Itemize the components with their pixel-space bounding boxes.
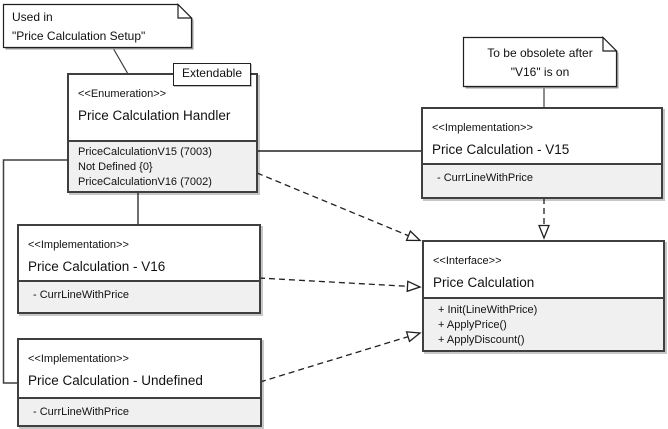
note-fold-icon	[177, 3, 193, 19]
realization-v16-to-interface	[258, 277, 422, 293]
class-title: Price Calculation Handler	[78, 108, 231, 123]
class-members: + Init(LineWithPrice) + ApplyPrice() + A…	[424, 297, 663, 350]
enum-member: Not Defined {0}	[78, 161, 153, 173]
note-shape	[2, 3, 194, 50]
extendable-tag: Extendable	[173, 63, 251, 86]
enum-member: PriceCalculationV16 (7002)	[78, 176, 212, 188]
class-price-calculation-undefined: <<Implementation>> Price Calculation - U…	[17, 338, 262, 427]
class-header: <<Implementation>> Price Calculation - U…	[19, 340, 260, 397]
method-member: + Init(LineWithPrice)	[438, 304, 538, 316]
class-members: - CurrLineWithPrice	[19, 397, 260, 425]
attribute-member: - CurrLineWithPrice	[33, 289, 129, 301]
class-header: <<Implementation>> Price Calculation - V…	[423, 109, 661, 163]
method-member: + ApplyPrice()	[438, 319, 507, 331]
note-body	[2, 3, 193, 49]
stereotype-label: <<Implementation>>	[432, 122, 533, 134]
note-shape	[462, 36, 619, 89]
class-members: PriceCalculationV15 (7003) Not Defined {…	[69, 140, 256, 191]
note-obsolete: To be obsolete after "V16" is on	[462, 36, 619, 89]
stereotype-label: <<Enumeration>>	[78, 88, 167, 100]
note-line: "Price Calculation Setup"	[12, 29, 146, 43]
class-members: - CurrLineWithPrice	[19, 280, 259, 312]
class-header: <<Enumeration>> Price Calculation Handle…	[69, 75, 256, 140]
attribute-member: - CurrLineWithPrice	[33, 406, 129, 418]
interface-price-calculation: <<Interface>> Price Calculation + Init(L…	[422, 240, 665, 352]
note-line: Used in	[12, 10, 53, 24]
class-title: Price Calculation - V16	[28, 259, 166, 274]
extendable-tag-label: Extendable	[181, 66, 243, 80]
note-line: To be obsolete after	[487, 46, 593, 60]
note-body	[462, 36, 618, 88]
class-price-calculation-v16: <<Implementation>> Price Calculation - V…	[17, 224, 261, 314]
realization-handler-to-interface	[256, 172, 422, 242]
enum-member: PriceCalculationV15 (7003)	[78, 146, 212, 158]
note-text: To be obsolete after "V16" is on	[463, 37, 617, 86]
stereotype-label: <<Interface>>	[433, 255, 502, 267]
class-header: <<Implementation>> Price Calculation - V…	[19, 226, 259, 280]
method-member: + ApplyDiscount()	[438, 334, 525, 346]
class-title: Price Calculation	[433, 275, 535, 290]
class-price-calculation-handler: <<Enumeration>> Price Calculation Handle…	[67, 73, 258, 193]
class-header: <<Interface>> Price Calculation	[424, 242, 663, 297]
stereotype-label: <<Implementation>>	[28, 239, 129, 251]
class-title: Price Calculation - Undefined	[28, 373, 203, 388]
class-title: Price Calculation - V15	[432, 142, 570, 157]
class-price-calculation-v15: <<Implementation>> Price Calculation - V…	[421, 107, 663, 199]
class-members: - CurrLineWithPrice	[423, 163, 661, 197]
note-line: "V16" is on	[510, 65, 570, 79]
stereotype-label: <<Implementation>>	[28, 353, 129, 365]
note-fold-icon	[602, 36, 618, 52]
note-used-in: Used in "Price Calculation Setup"	[2, 3, 194, 50]
note-link-used-in	[112, 47, 129, 75]
realization-undefined-to-interface	[259, 331, 422, 383]
note-text: Used in "Price Calculation Setup"	[3, 4, 192, 50]
attribute-member: - CurrLineWithPrice	[437, 172, 533, 184]
